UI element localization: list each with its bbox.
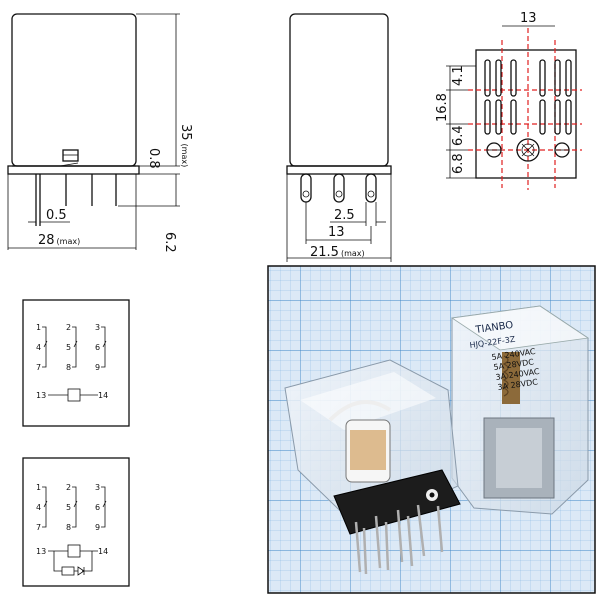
front-view-clip: [62, 149, 79, 162]
photo-relay-left: [284, 359, 461, 575]
side-span-label: 13: [328, 225, 345, 240]
relay-photo: TIANBO HJQ-22F-3Z 5A 240VAC 5A 28VDC 3A …: [267, 265, 596, 594]
svg-text:8: 8: [66, 363, 71, 372]
schematic-b-diode: [74, 566, 85, 576]
photo-base: [333, 469, 461, 535]
photo-pins: [354, 504, 444, 575]
svg-text:9: 9: [95, 363, 100, 372]
svg-text:6: 6: [95, 503, 100, 512]
front-pin-pitch-label: 0.5: [46, 208, 67, 223]
schematic-b-frame: [22, 457, 130, 587]
svg-text:5: 5: [66, 503, 71, 512]
bottom-pin-slots: [484, 59, 572, 135]
bottom-view: 13 4.1 16.8 6.4 6.8: [435, 11, 582, 190]
svg-text:8: 8: [66, 523, 71, 532]
bottom-pin-14: [554, 142, 570, 158]
svg-text:5: 5: [66, 343, 71, 352]
svg-text:3: 3: [95, 323, 100, 332]
bottom-center-boss: [516, 138, 540, 162]
schematic-a-coil: [67, 388, 81, 402]
svg-text:14: 14: [98, 547, 108, 556]
svg-text:4: 4: [36, 503, 41, 512]
bottom-height-label: 16.8: [435, 93, 450, 122]
bottom-bottom-label: 6.8: [451, 153, 466, 174]
front-height-label: 35(max): [178, 124, 193, 167]
svg-text:14: 14: [98, 391, 108, 400]
schematic-b: 1 2 3 4 5 6 7 8 9 13 14: [22, 457, 130, 587]
svg-text:13: 13: [36, 547, 46, 556]
svg-text:4: 4: [36, 343, 41, 352]
photo-relay-right: TIANBO HJQ-22F-3Z 5A 240VAC 5A 28VDC 3A …: [450, 305, 590, 515]
svg-text:1: 1: [36, 323, 41, 332]
svg-text:6: 6: [95, 343, 100, 352]
svg-text:9: 9: [95, 523, 100, 532]
photo-brand-text: TIANBO: [474, 320, 514, 336]
bottom-view-outline: [475, 49, 577, 179]
front-width-label: 28(max): [38, 233, 80, 248]
front-pin-length-label: 6.2: [162, 232, 177, 253]
schematic-a-frame: [22, 299, 130, 427]
front-view-body: [11, 13, 137, 167]
side-width-label: 21.5(max): [310, 245, 365, 260]
svg-text:7: 7: [36, 363, 41, 372]
bottom-top-label: 13: [520, 11, 537, 26]
svg-text:2: 2: [66, 483, 71, 492]
side-view-body: [289, 13, 389, 167]
bottom-mid-label: 6.4: [451, 125, 466, 146]
svg-text:7: 7: [36, 523, 41, 532]
svg-text:1: 1: [36, 483, 41, 492]
svg-text:3: 3: [95, 483, 100, 492]
schematic-b-resistor: [61, 566, 75, 576]
front-gap-label: 0.8: [146, 148, 161, 169]
svg-text:2: 2: [66, 323, 71, 332]
schematic-b-coil: [67, 544, 81, 558]
side-pin-spacing-label: 2.5: [334, 208, 355, 223]
bottom-row-pitch-label: 4.1: [451, 65, 466, 86]
schematic-a: 1 2 3 4 5 6 7 8 9 13 14: [22, 299, 130, 427]
svg-text:13: 13: [36, 391, 46, 400]
bottom-pin-13: [486, 142, 502, 158]
side-view: 2.5 13 21.5(max): [286, 13, 392, 262]
front-view: 35(max) 0.8 6.2 0.5 28(max): [7, 13, 193, 253]
